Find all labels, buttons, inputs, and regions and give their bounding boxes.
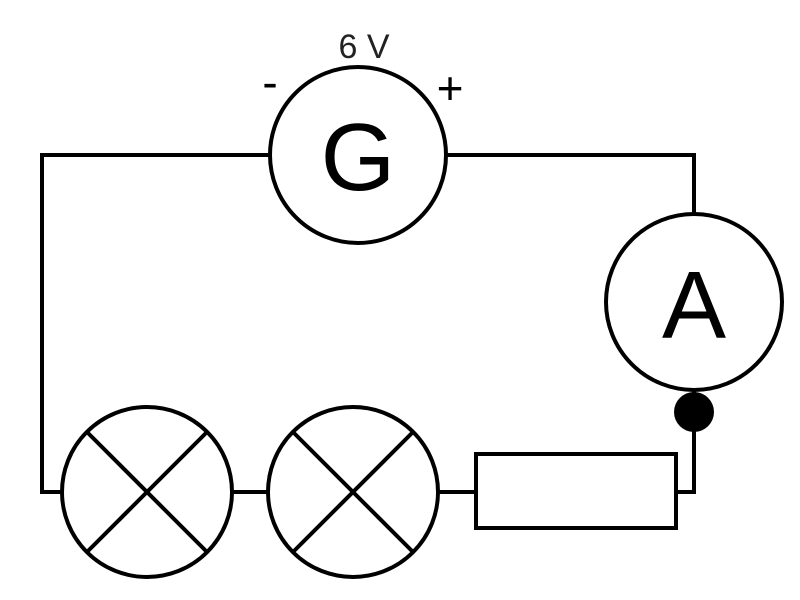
wire-left: [40, 153, 270, 494]
positive-terminal-label: +: [437, 62, 464, 114]
lamp-cross-icon: [85, 430, 209, 554]
lamp-cross-icon: [291, 430, 415, 554]
ammeter: A: [604, 212, 784, 392]
generator-symbol: G: [321, 104, 396, 211]
resistor: [474, 452, 678, 530]
circuit-wires: [40, 153, 696, 494]
generator-voltage-label: 6 V: [338, 28, 389, 66]
junction-dot: [674, 392, 714, 432]
generator: G 6 V - +: [262, 28, 464, 245]
lamp-2: [266, 405, 440, 579]
negative-terminal-label: -: [262, 56, 277, 108]
ammeter-circle: [604, 212, 784, 392]
ammeter-symbol: A: [662, 252, 726, 359]
wire-top-right: [446, 153, 696, 214]
lamp-1: [60, 405, 234, 579]
generator-circle: [268, 65, 448, 245]
